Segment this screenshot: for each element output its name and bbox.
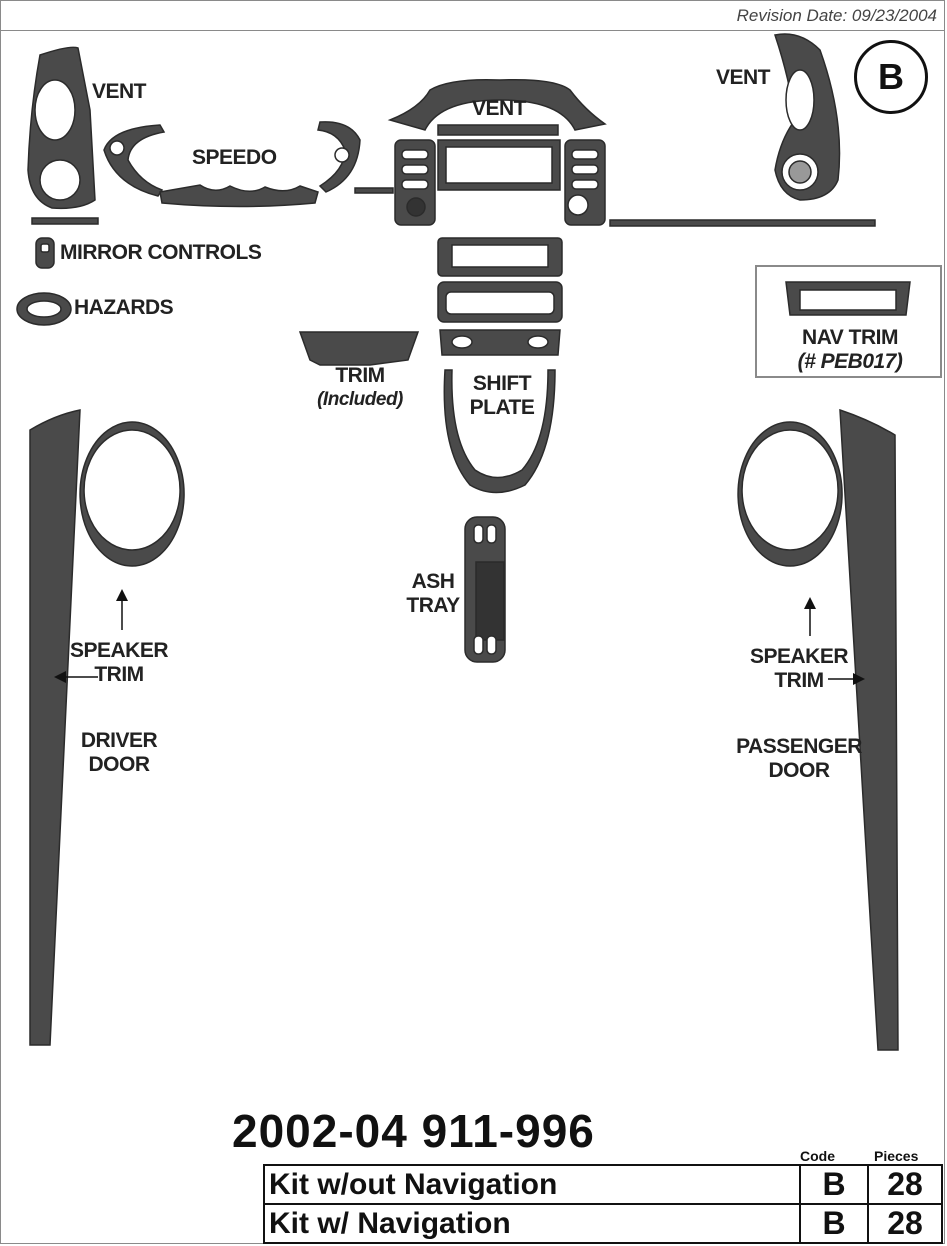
mirror-controls-part [35, 237, 55, 269]
ash-tray-label: ASH TRAY [398, 570, 468, 618]
kit-name: Kit w/ Navigation [263, 1203, 801, 1244]
code-column-header: Code [800, 1148, 835, 1164]
model-title: 2002-04 911-996 [232, 1105, 595, 1157]
passenger-line2: DOOR [768, 759, 831, 782]
driver-line1: DRIVER [80, 729, 158, 752]
speaker-trim-right-label: SPEAKER TRIM [742, 645, 856, 693]
speedo-left-part [103, 124, 166, 197]
speaker-right-line1: SPEAKER [749, 645, 849, 668]
lower-bezel-part [439, 329, 561, 356]
driver-line2: DOOR [88, 753, 151, 776]
code-badge: B [854, 40, 928, 114]
ash-line2: TRAY [406, 594, 460, 617]
passenger-door-part [839, 408, 899, 1051]
left-vent-strip [31, 217, 99, 225]
trim-line2: (Included) [317, 389, 403, 410]
shift-line2: PLATE [469, 396, 535, 419]
trim-included-part [298, 331, 420, 366]
passenger-line1: PASSENGER [736, 735, 862, 758]
kit-name: Kit w/out Navigation [263, 1164, 801, 1205]
kit-code: B [799, 1203, 869, 1244]
speaker-trim-right-part [737, 421, 843, 567]
speaker-left-line2: TRIM [94, 663, 144, 686]
driver-door-part [29, 409, 81, 1046]
header-bar: Revision Date: 09/23/2004 [0, 0, 945, 31]
shift-plate-part [443, 369, 556, 494]
revision-date: Revision Date: 09/23/2004 [736, 6, 937, 25]
kit-code: B [799, 1164, 869, 1205]
kit-pieces: 28 [867, 1164, 943, 1205]
driver-door-label: DRIVER DOOR [66, 729, 172, 777]
speaker-right-line2: TRIM [774, 669, 824, 692]
nav-trim-label: NAV TRIM (# PEB017) [780, 326, 920, 374]
shift-plate-label: SHIFT PLATE [460, 372, 544, 420]
right-dash-strip [609, 219, 876, 227]
nav-trim-line1: NAV TRIM [802, 326, 898, 349]
speaker-left-line1: SPEAKER [69, 639, 169, 662]
speedo-label: SPEEDO [192, 146, 277, 169]
table-row: Kit w/out Navigation B 28 [263, 1164, 943, 1205]
vent-left-label: VENT [92, 80, 147, 103]
nav-trim-box [755, 265, 942, 378]
mirror-controls-label: MIRROR CONTROLS [60, 241, 262, 264]
speaker-trim-left-label: SPEAKER TRIM [62, 639, 176, 687]
hazards-label: HAZARDS [74, 296, 174, 319]
speedo-bottom-part [159, 184, 319, 208]
speaker-trim-left-part [79, 421, 185, 567]
kit-pieces: 28 [867, 1203, 943, 1244]
nav-trim-line2: (# PEB017) [797, 350, 903, 373]
shift-line1: SHIFT [472, 372, 532, 395]
vent-right-label: VENT [716, 66, 771, 89]
kit-table: Kit w/out Navigation B 28 Kit w/ Navigat… [263, 1164, 943, 1244]
pieces-column-header: Pieces [874, 1148, 919, 1164]
speedo-right-part [317, 121, 361, 193]
center-vent-part [387, 78, 607, 131]
trim-label: TRIM (Included) [300, 364, 420, 412]
passenger-door-label: PASSENGER DOOR [726, 735, 872, 783]
table-row: Kit w/ Navigation B 28 [263, 1203, 943, 1244]
trim-line1: TRIM [335, 364, 385, 387]
vent-center-label: VENT [472, 97, 527, 120]
ash-line1: ASH [411, 570, 455, 593]
